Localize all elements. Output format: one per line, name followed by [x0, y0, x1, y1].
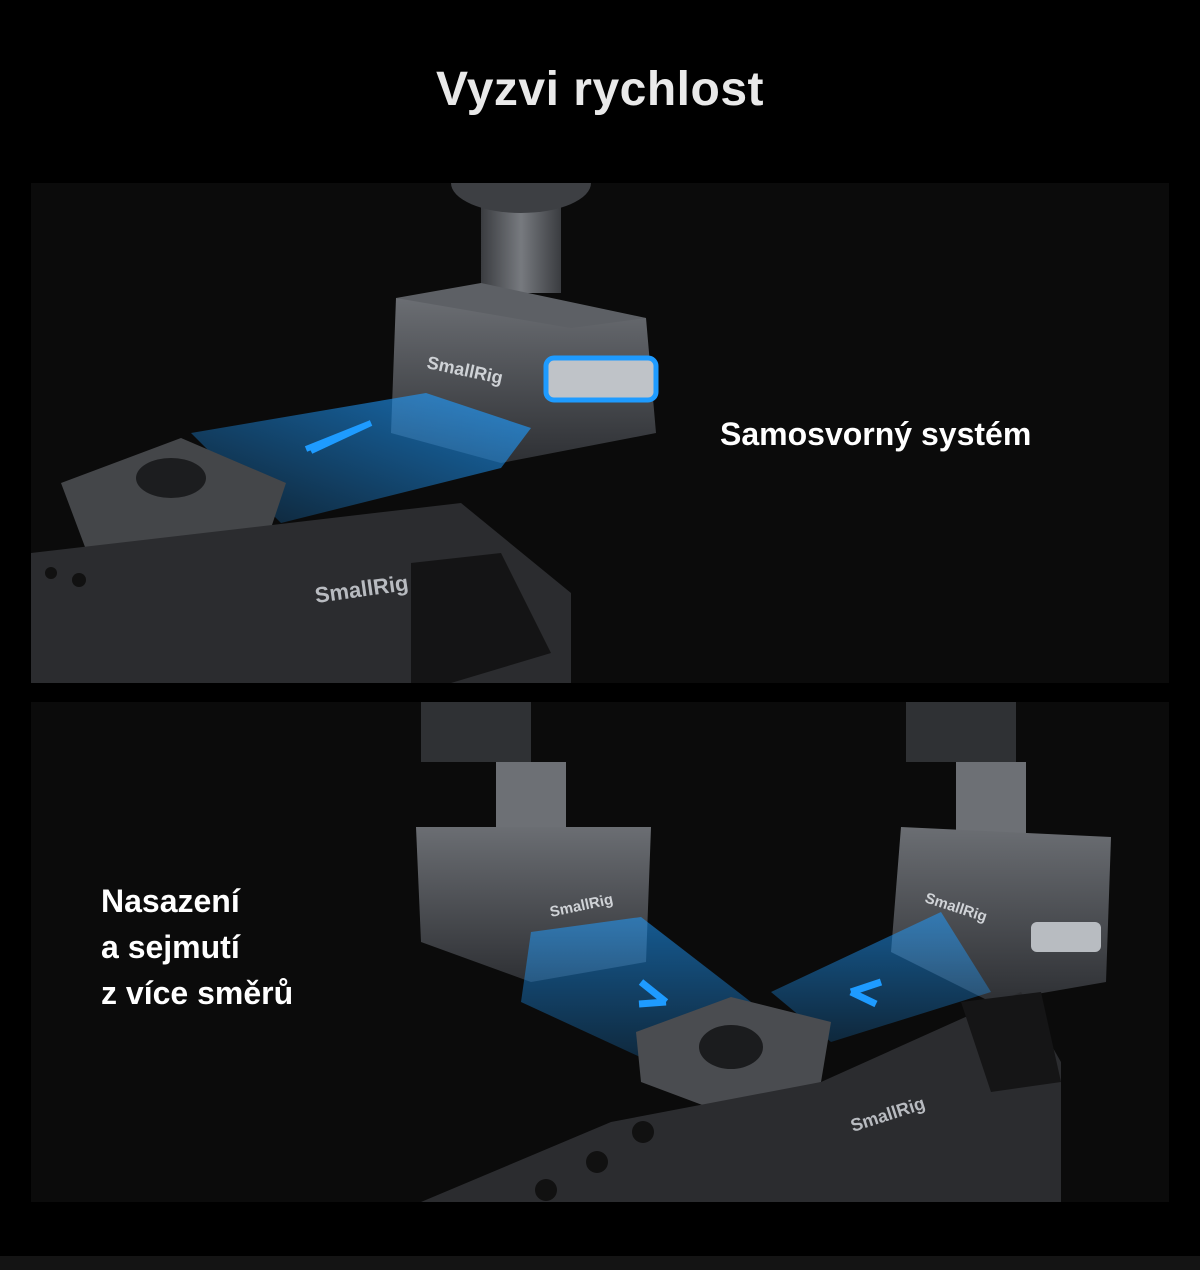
slide-direction-beam-right [771, 912, 991, 1042]
feature-caption-multi-direction: Nasazení a sejmutí z více směrů [101, 883, 294, 1011]
release-button [543, 355, 659, 403]
product-illustration-multi-direction: SmallRig SmallRig SmallRig [416, 702, 1111, 1202]
bottom-divider [0, 1256, 1200, 1270]
page-title: Vyzvi rychlost [435, 63, 765, 116]
product-illustration-self-locking: SmallRig SmallRig [31, 183, 659, 683]
product-image-panel-2: SmallRig SmallRig SmallRig Nasazení a se… [31, 702, 1169, 1202]
arrow-left-icon [304, 420, 373, 454]
arm-post-right [906, 702, 1016, 762]
release-button [1031, 922, 1101, 952]
arm-post-left [421, 702, 531, 762]
product-image-panel-1: SmallRig SmallRig Samosvorný systém [31, 183, 1169, 683]
arrow-down-icon [638, 979, 669, 1008]
camera-cage [421, 992, 1061, 1202]
arm-ball [451, 183, 591, 213]
feature-caption-self-locking: Samosvorný systém [720, 416, 1032, 452]
arrow-left-icon [849, 978, 883, 1008]
